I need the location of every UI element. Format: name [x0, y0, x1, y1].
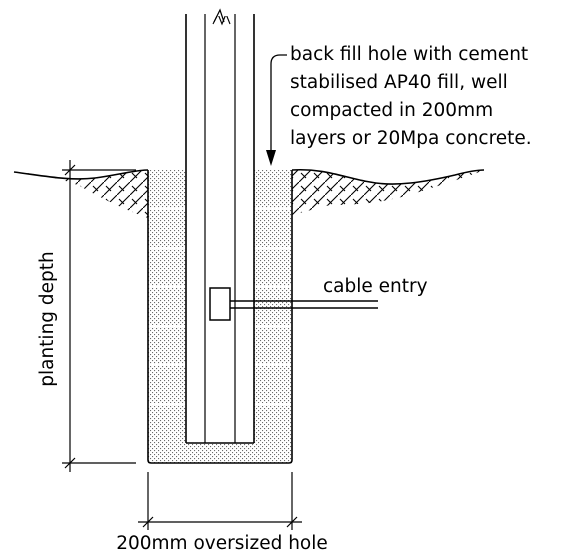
backfill-note-line-4: layers or 20Mpa concrete. — [290, 128, 532, 149]
backfill-arrowhead — [266, 150, 276, 166]
oversized-hole-label: 200mm oversized hole — [116, 533, 328, 553]
backfill-leader — [270, 54, 287, 152]
pole — [185, 14, 255, 444]
planting-depth-dimension — [62, 160, 136, 472]
backfill-note-line-1: back fill hole with cement — [290, 44, 528, 65]
compaction-layers — [148, 208, 292, 405]
backfill-note-line-3: compacted in 200mm — [290, 100, 493, 121]
oversized-hole-dimension — [138, 472, 302, 530]
earth-hatch-right — [292, 169, 484, 215]
backfill-note-line-2: stabilised AP40 fill, well — [290, 72, 508, 93]
backfill-bottom — [148, 443, 292, 463]
cable-entry-box — [209, 287, 231, 321]
cable-entry-label: cable entry — [323, 276, 428, 297]
backfill-left — [148, 170, 186, 443]
backfill-right — [254, 170, 292, 443]
planting-depth-label: planting depth — [37, 251, 58, 387]
hole-outline — [147, 170, 293, 464]
